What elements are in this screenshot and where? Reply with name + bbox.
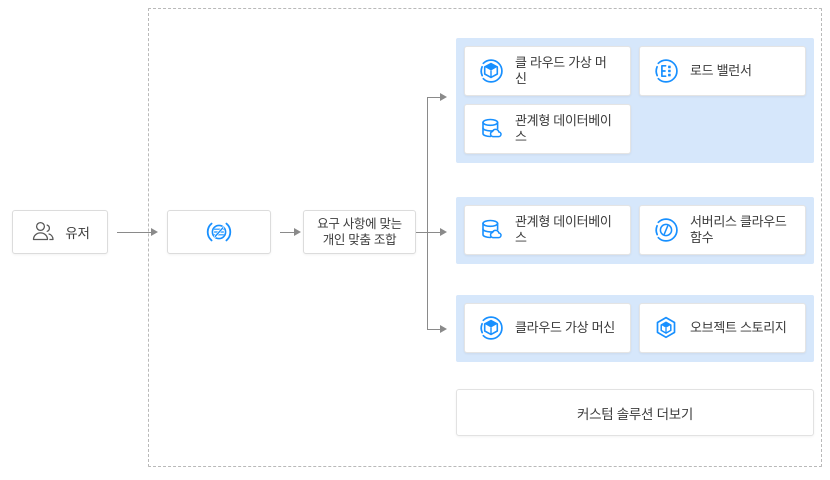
connector-branch-1	[427, 97, 443, 98]
load-balancer-icon	[655, 59, 678, 83]
service-card-relational-database[interactable]: 관계형 데이터베이스	[464, 104, 632, 154]
connector-hub-to-compose-head	[294, 228, 301, 236]
connector-hub-to-compose	[280, 232, 296, 233]
service-group-2: 관계형 데이터베이스 서버리스 클라우드 함수	[456, 197, 814, 264]
cloud-vm-icon	[480, 316, 503, 340]
service-group-1: 클 라우드 가상 머신 로드 밸런서	[456, 38, 814, 163]
service-group-1-row-1: 클 라우드 가상 머신 로드 밸런서	[464, 46, 806, 96]
object-storage-icon	[656, 316, 676, 339]
more-custom-solutions-label: 커스텀 솔루션 더보기	[577, 406, 693, 422]
users-icon	[33, 221, 54, 241]
connector-branch-1-head	[440, 93, 447, 101]
connector-branch-trunk	[427, 97, 428, 329]
service-card-label: 로드 밸런서	[690, 63, 752, 78]
service-group-1-spacer	[639, 104, 806, 154]
cloud-vm-icon	[480, 59, 503, 83]
node-user[interactable]: 유저	[12, 210, 108, 254]
connector-branch-2	[427, 232, 443, 233]
ai-hub-icon	[206, 222, 232, 242]
service-card-label: 오브젝트 스토리지	[690, 320, 787, 335]
service-card-load-balancer[interactable]: 로드 밸런서	[639, 46, 806, 96]
node-compose[interactable]: 요구 사항에 맞는 개인 맞춤 조합	[303, 210, 416, 254]
service-card-label: 관계형 데이터베이스	[515, 214, 612, 245]
node-compose-label: 요구 사항에 맞는 개인 맞춤 조합	[317, 217, 402, 247]
more-custom-solutions-button[interactable]: 커스텀 솔루션 더보기	[456, 389, 814, 436]
connector-branch-3	[427, 329, 443, 330]
connector-branch-2-head	[440, 228, 447, 236]
relational-database-icon	[482, 118, 502, 138]
platform-boundary	[148, 8, 822, 467]
node-ai-hub[interactable]	[167, 210, 271, 254]
service-card-label: 관계형 데이터베이스	[515, 113, 612, 144]
connector-compose-stem	[416, 232, 428, 233]
service-card-cloud-vm[interactable]: 클라우드 가상 머신	[464, 303, 631, 353]
serverless-function-icon	[655, 218, 678, 242]
service-card-label: 클라우드 가상 머신	[515, 320, 615, 335]
service-card-serverless-function[interactable]: 서버리스 클라우드 함수	[639, 205, 806, 255]
connector-user-to-hub	[117, 232, 153, 233]
connector-branch-3-head	[440, 325, 447, 333]
relational-database-icon	[482, 219, 502, 239]
service-card-label: 클 라우드 가상 머신	[515, 55, 607, 86]
service-group-2-row-1: 관계형 데이터베이스 서버리스 클라우드 함수	[464, 205, 806, 255]
node-user-label: 유저	[65, 226, 90, 241]
service-group-3-row-1: 클라우드 가상 머신 오브젝트 스토리지	[464, 303, 806, 353]
service-group-3: 클라우드 가상 머신 오브젝트 스토리지	[456, 295, 814, 362]
service-card-relational-database[interactable]: 관계형 데이터베이스	[464, 205, 631, 255]
service-card-cloud-vm[interactable]: 클 라우드 가상 머신	[464, 46, 631, 96]
service-group-1-row-2: 관계형 데이터베이스	[464, 104, 806, 154]
service-card-object-storage[interactable]: 오브젝트 스토리지	[639, 303, 806, 353]
connector-user-to-hub-head	[151, 228, 158, 236]
service-card-label: 서버리스 클라우드 함수	[690, 214, 787, 245]
